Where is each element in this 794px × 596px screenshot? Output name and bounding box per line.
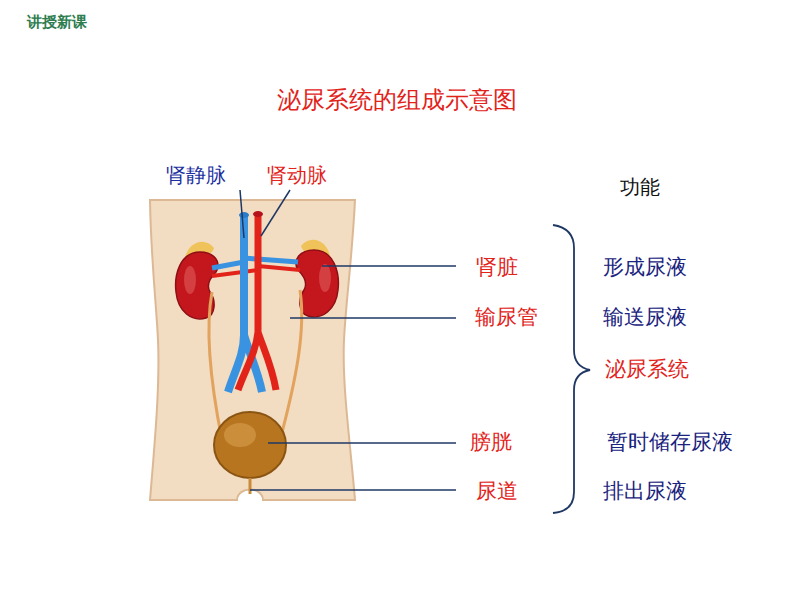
function-text: 输送尿液 [603,305,687,330]
bladder [214,412,286,478]
kidney-highlight [184,266,196,294]
leader-line [240,190,244,238]
bladder-highlight [224,423,256,447]
organ-label: 尿道 [476,479,518,504]
organ-label: 肾脏 [476,255,518,280]
system-label: 泌尿系统 [605,357,689,382]
diagram-title: 泌尿系统的组成示意图 [277,86,517,115]
urethra [249,478,252,494]
torso [150,200,355,500]
function-text: 形成尿液 [603,255,687,280]
leader-line [322,265,456,267]
column-heading: 功能 [620,175,660,199]
leader-line [290,317,456,319]
leader-line [250,489,456,491]
section-tag: 讲授新课 [27,13,87,31]
organ-label: 膀胱 [470,430,512,455]
function-text: 排出尿液 [603,479,687,504]
vessel-cap [253,211,263,217]
ureter [280,290,302,440]
kidney-highlight [319,264,331,292]
leader-line [261,190,290,236]
vessel-label: 肾静脉 [166,163,226,187]
vessel-cap [239,212,249,218]
brace [553,225,590,513]
leader-line [268,442,456,444]
organ-label: 输尿管 [475,305,538,330]
kidney [176,252,218,319]
ureter [209,292,222,440]
function-text: 暂时储存尿液 [607,430,733,455]
aorta [238,215,276,390]
vessel-label: 肾动脉 [267,163,327,187]
